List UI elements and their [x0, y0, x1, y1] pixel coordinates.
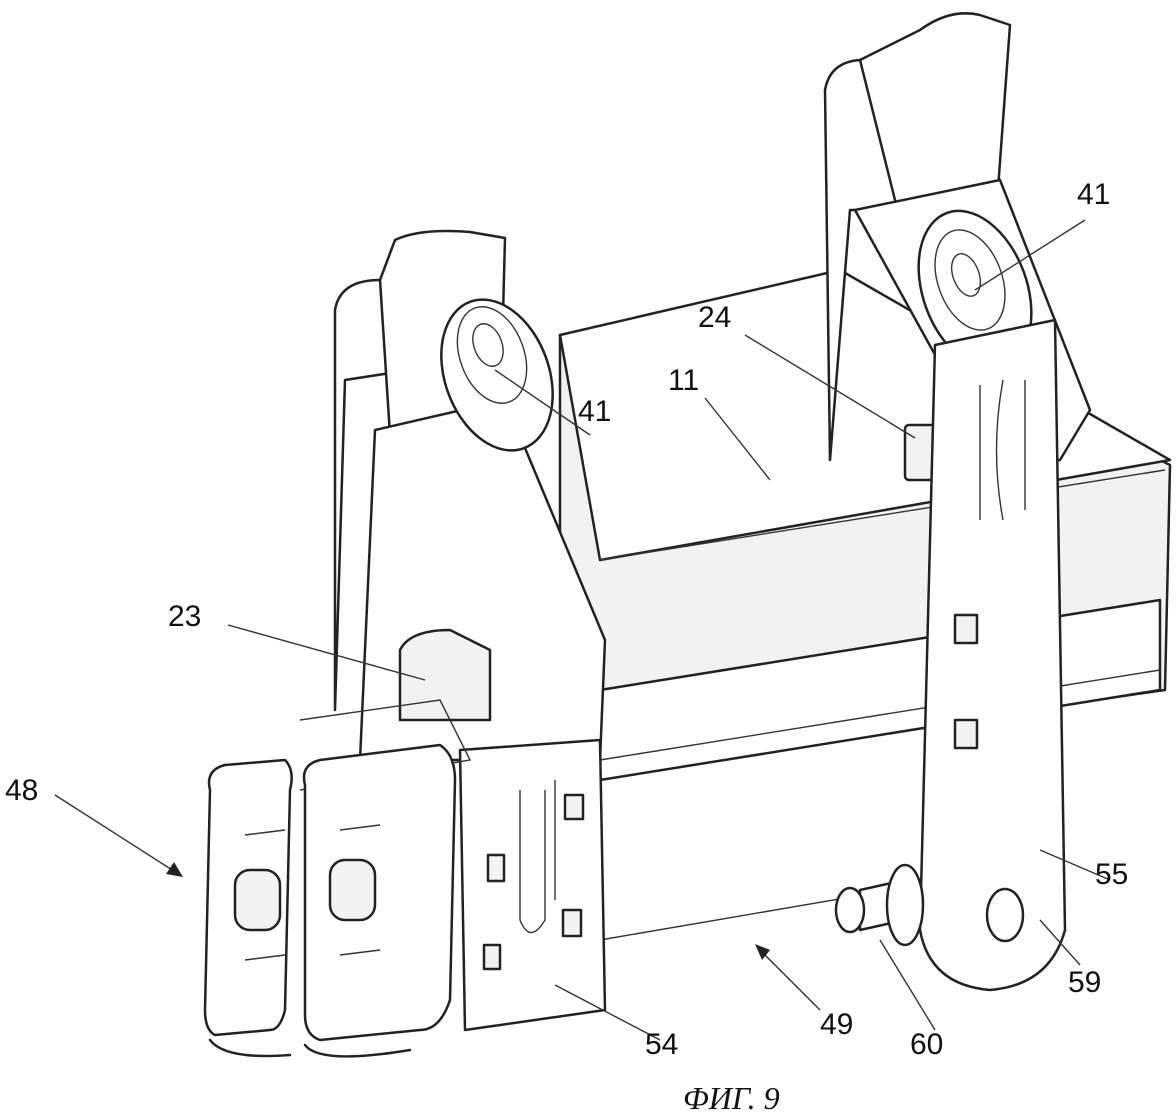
label-11: 11: [668, 366, 699, 396]
label-24: 24: [698, 303, 731, 333]
carriages-48: [205, 745, 455, 1056]
arrowhead-48: [166, 862, 183, 877]
label-41-right: 41: [1077, 180, 1110, 210]
label-23: 23: [168, 602, 201, 632]
label-49: 49: [820, 1010, 853, 1040]
label-59: 59: [1068, 968, 1101, 998]
figure-caption: ФИГ. 9: [683, 1082, 780, 1114]
label-48: 48: [5, 776, 38, 806]
label-54: 54: [645, 1030, 678, 1060]
beam-11: [560, 270, 1170, 940]
label-41-left: 41: [578, 397, 611, 427]
label-55: 55: [1095, 860, 1128, 890]
label-60: 60: [910, 1030, 943, 1060]
